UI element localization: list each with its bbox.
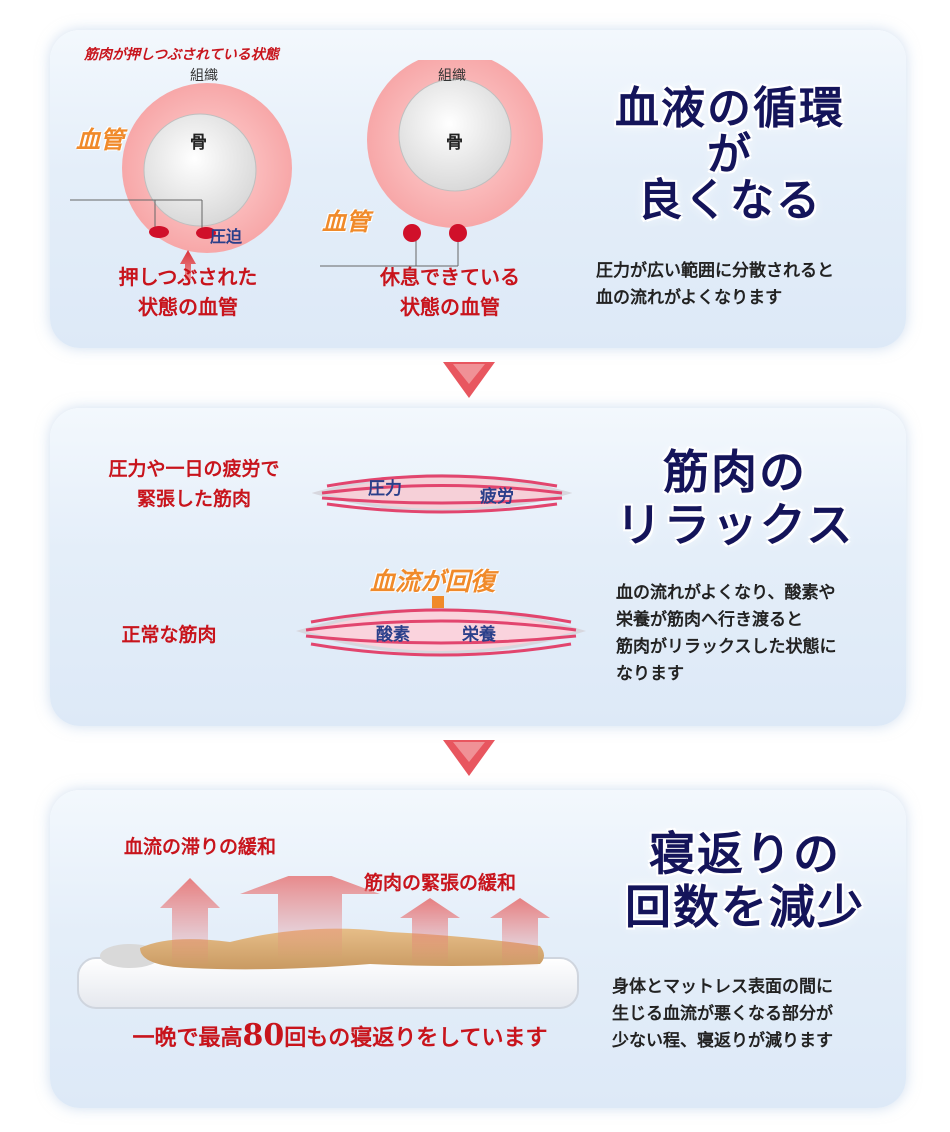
section2-description-line4: なります [616,664,684,684]
tense-muscle-icon [312,474,572,514]
tense-label-fatigue: 疲労 [480,487,514,507]
resting-caption: 休息できている 状態の血管 [350,262,550,322]
heat-arrow-3 [400,898,460,966]
section1-title-line1: 血液の循環 [615,83,845,134]
normal-caption: 正常な筋肉 [121,624,217,646]
turnover-suffix: 回もの寝返りをしています [284,1025,548,1051]
vessel-round-right [449,224,467,242]
compressed-caption: 押しつぶされた 状態の血管 [88,262,288,322]
resting-caption-line2: 状態の血管 [400,295,500,319]
normal-label-oxygen: 酸素 [376,625,410,645]
down-arrow-icon-2 [443,740,495,776]
compressed-note: 筋肉が押しつぶされている状態 [84,47,279,63]
vessel-round-left [403,224,421,242]
section2-title: 筋肉の リラックス [590,446,880,552]
bloodflow-relief-label: 血流の滞りの緩和 [123,836,276,858]
heat-arrow-4 [490,898,550,968]
bone-label-right: 骨 [446,133,463,153]
turnover-count-caption: 一晩で最高80回もの寝返りをしています [90,1018,590,1053]
section1-description-line2: 血の流れがよくなります [596,288,783,308]
section2-description-line3: 筋肉がリラックスした状態に [616,637,837,657]
compressed-caption-line2: 状態の血管 [138,295,238,319]
vessel-flat-left [149,226,169,238]
section3-description-line1: 身体とマットレス表面の間に [612,977,833,997]
section2-title-line2: リラックス [615,497,855,552]
section2-description-line1: 血の流れがよくなり、酸素や [616,583,836,603]
section3-description-line3: 少ない程、寝返りが減ります [612,1031,833,1051]
section2-title-line1: 筋肉の [663,445,807,499]
section1-title-line2: が [707,129,753,181]
section1-description: 圧力が広い範囲に分散されると 血の流れがよくなります [596,258,834,312]
tense-caption: 圧力や一日の疲労で 緊張した筋肉 [74,454,314,514]
bone-circle [143,113,257,227]
resting-caption-line1: 休息できている [380,265,520,289]
section1-title-line3: 良くなる [638,175,822,227]
tense-caption-line2: 緊張した筋肉 [136,488,251,510]
muscle-relief-label: 筋肉の緊張の緩和 [363,872,516,894]
tense-caption-line1: 圧力や一日の疲労で [108,458,280,480]
compressed-vessel-diagram [70,83,292,280]
heat-arrow-1 [160,878,220,968]
section3-description-line2: 生じる血流が悪くなる部分が [612,1004,833,1024]
section2-description: 血の流れがよくなり、酸素や 栄養が筋肉へ行き渡ると 筋肉がリラックスした状態に … [616,580,837,688]
panel-turnover-reduction: 血流の滞りの緩和 筋肉の緊張の緩和 一晩で最高8 [50,790,906,1108]
vessel-label-left: 血管 [76,125,124,154]
sleeping-body-illustration [77,876,579,1009]
bone-label-left: 骨 [190,133,207,153]
section1-title: 血液の循環 が 良くなる [580,83,880,227]
compressed-caption-line1: 押しつぶされた [118,265,258,289]
turnover-prefix: 一晩で最高 [132,1025,243,1051]
vessel-label-right: 血管 [322,207,370,236]
tissue-label-left: 組織 [190,68,218,84]
turnover-number: 80 [242,1018,285,1053]
normal-label-nutrition: 栄養 [462,625,496,645]
section3-description: 身体とマットレス表面の間に 生じる血流が悪くなる部分が 少ない程、寝返りが減りま… [612,974,833,1055]
pressure-arrow [180,250,196,280]
normal-muscle-icon [296,608,586,657]
down-arrow-icon [443,362,495,398]
panel-blood-circulation: 筋肉が押しつぶされている状態 組織 骨 血管 圧迫 [50,30,906,348]
section3-title-line1: 寝返りの [649,827,841,881]
section2-description-line2: 栄養が筋肉へ行き渡ると [616,610,803,630]
section3-title: 寝返りの 回数を減少 [595,828,895,934]
bloodflow-label: 血流が回復 [370,567,496,596]
resting-vessel-diagram [320,60,543,267]
section1-description-line1: 圧力が広い範囲に分散されると [596,261,834,281]
panel-muscle-relax: 圧力や一日の疲労で 緊張した筋肉 圧力 疲労 血流が回復 酸素 [50,408,906,726]
tense-label-pressure: 圧力 [368,479,402,499]
vessel-flat-right [196,227,216,239]
heat-arrow-2 [240,876,380,960]
pressure-label: 圧迫 [210,227,243,246]
section3-title-line2: 回数を減少 [625,879,865,934]
tissue-label-right: 組織 [438,68,466,84]
bone-circle-right [398,78,512,192]
